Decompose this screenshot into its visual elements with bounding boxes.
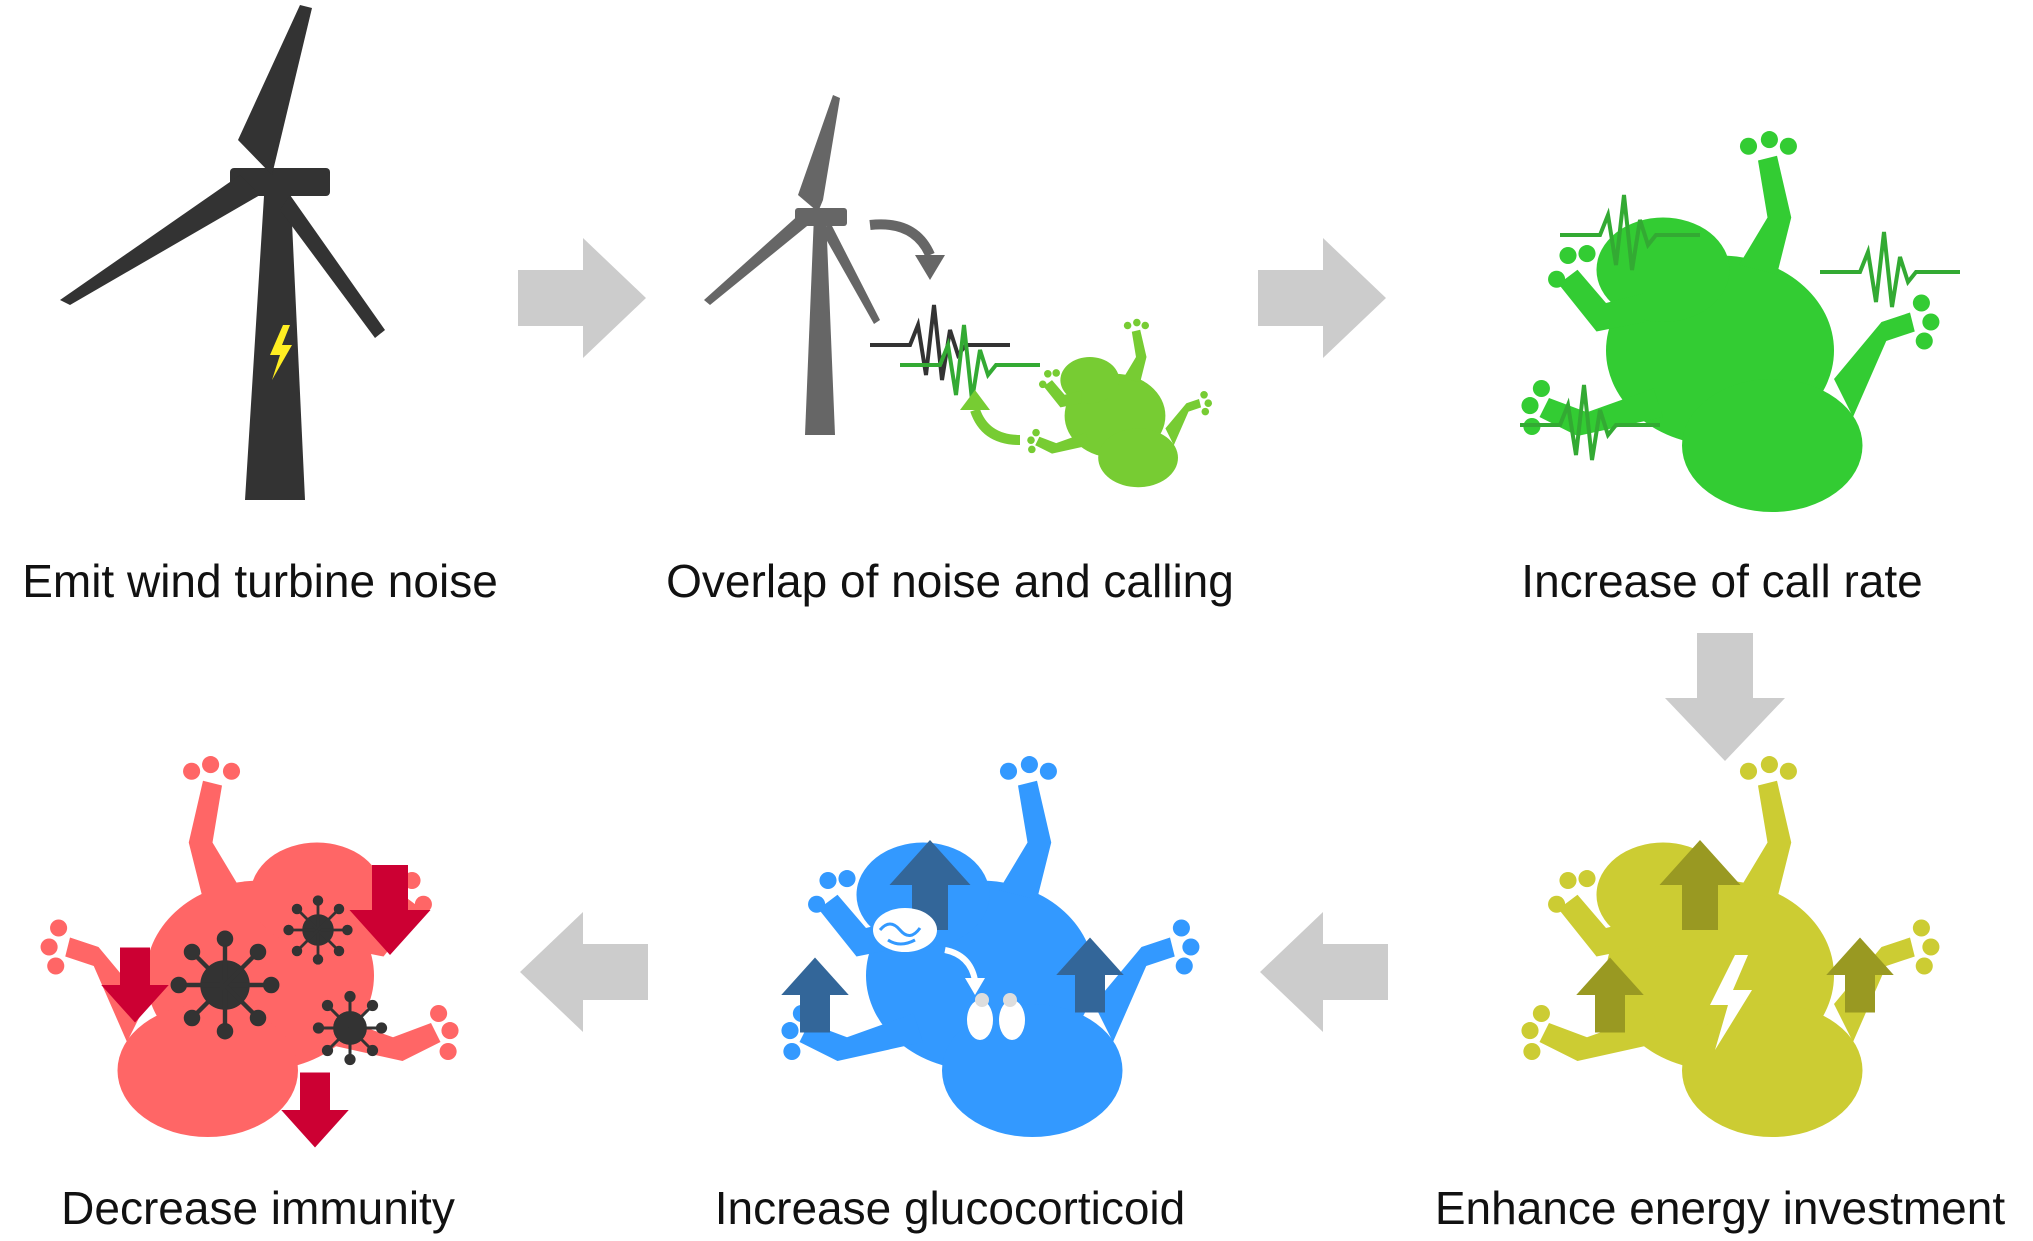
step-caption-emit: Emit wind turbine noise xyxy=(22,555,498,607)
wind-turbine-icon xyxy=(60,5,385,500)
turbine-noise-frog-icon xyxy=(704,95,1213,488)
flow-arrow-right xyxy=(1258,238,1386,358)
virus-icon xyxy=(282,894,354,966)
brain-icon xyxy=(873,908,937,952)
calling-frog-icon xyxy=(1518,131,1962,512)
step-caption-call-rate: Increase of call rate xyxy=(1521,555,1923,607)
step-caption-overlap: Overlap of noise and calling xyxy=(666,555,1234,607)
up-arrow-icon xyxy=(781,957,849,1033)
flow-arrow-left xyxy=(1260,912,1388,1032)
step-caption-energy: Enhance energy investment xyxy=(1434,1182,2006,1234)
step-caption-immunity: Decrease immunity xyxy=(61,1182,455,1234)
flow-arrow-left xyxy=(520,912,648,1032)
flow-arrow-down xyxy=(1665,633,1785,761)
lightning-bolt-icon xyxy=(1710,955,1752,1050)
step-caption-glucocorticoid: Increase glucocorticoid xyxy=(714,1182,1186,1234)
virus-icon xyxy=(171,931,279,1039)
energy-frog-icon xyxy=(1521,756,1940,1137)
stress-frog-icon xyxy=(781,756,1200,1137)
flow-arrow-right xyxy=(518,238,646,358)
lightning-bolt-icon xyxy=(270,325,292,380)
virus-icon xyxy=(311,989,389,1067)
kidney-icon xyxy=(967,993,1025,1040)
infected-frog-icon xyxy=(40,756,459,1148)
